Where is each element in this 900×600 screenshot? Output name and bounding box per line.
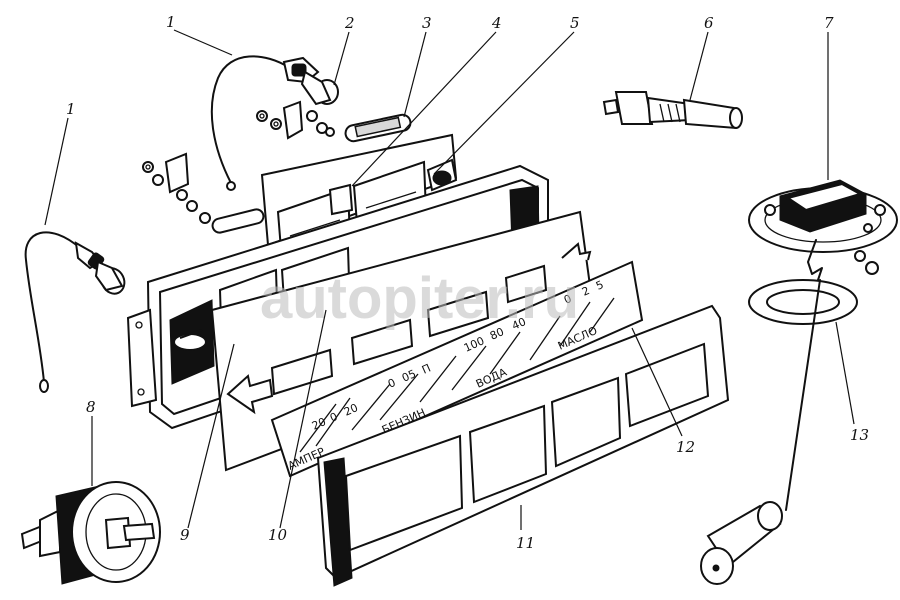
oil-pressure-sensor <box>20 481 161 585</box>
callout-11: 11 <box>516 534 535 552</box>
wire-harness-upper <box>210 55 339 191</box>
callout-1-upper: 1 <box>166 13 176 31</box>
oil-scale-1: 2 <box>580 284 592 299</box>
callout-1-left: 1 <box>66 100 76 118</box>
callout-7: 7 <box>824 14 834 32</box>
water-scale-1: 80 <box>488 325 506 343</box>
callout-9: 9 <box>180 526 190 544</box>
callout-10: 10 <box>268 526 288 544</box>
fuel-scale-0: 0 <box>386 376 398 391</box>
bezel-frame <box>316 304 730 587</box>
callout-4: 4 <box>491 14 502 32</box>
temperature-sensor <box>602 91 743 130</box>
water-scale-2: 40 <box>510 315 528 333</box>
callout-5: 5 <box>570 14 580 32</box>
callouts: 1 2 3 4 5 6 7 1 8 9 10 11 12 13 <box>44 13 869 552</box>
resistor <box>211 113 412 234</box>
callout-2: 2 <box>344 14 355 32</box>
oil-scale-2: 5 <box>594 278 606 293</box>
watermark: autopiter.ru <box>260 266 579 331</box>
callout-3: 3 <box>422 14 432 32</box>
oil-scale-0: 0 <box>562 292 574 307</box>
amp-scale-2: 20 <box>342 401 360 419</box>
fuel-scale-1: 05 <box>400 367 418 385</box>
callout-8: 8 <box>86 398 96 416</box>
amp-scale-0: 20 <box>310 415 328 433</box>
hardware-small-parts <box>142 100 335 224</box>
wire-harness-left <box>24 231 126 393</box>
callout-6: 6 <box>704 14 714 32</box>
fuel-level-sender <box>700 179 898 585</box>
callout-12: 12 <box>676 438 695 456</box>
callout-13: 13 <box>850 426 869 444</box>
amp-scale-1: 0 <box>328 410 340 425</box>
